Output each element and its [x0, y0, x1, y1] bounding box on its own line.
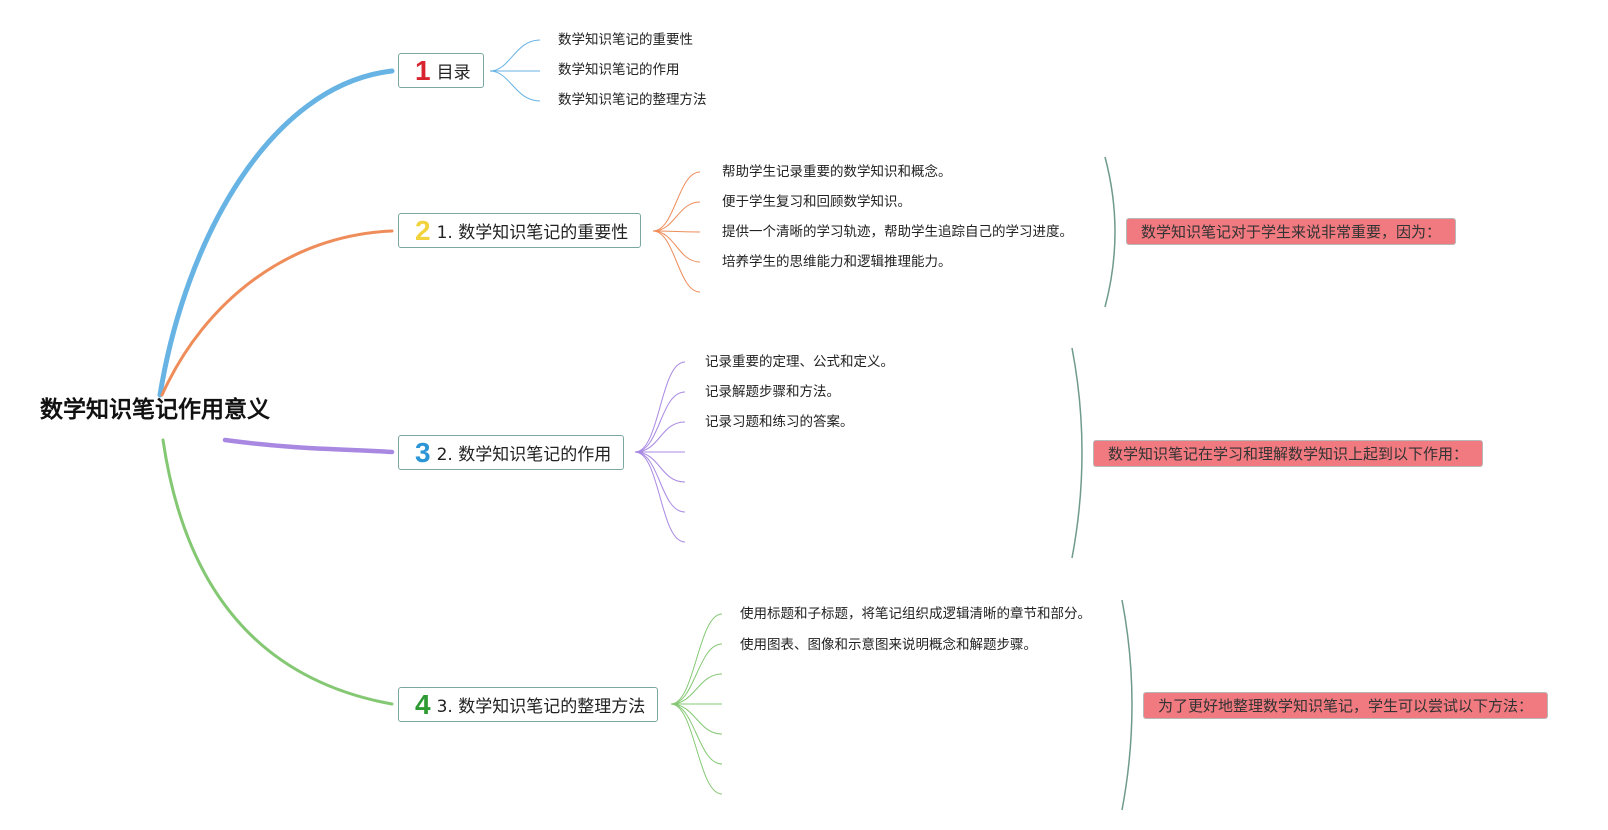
root-topic[interactable]: 数学知识笔记作用意义: [40, 397, 270, 423]
topic-label: 目录: [436, 63, 471, 83]
topic-importance[interactable]: 2 1. 数学知识笔记的重要性: [398, 213, 642, 248]
topic-toc[interactable]: 1 目录: [398, 53, 484, 88]
summary-importance[interactable]: 数学知识笔记对于学生来说非常重要，因为：: [1126, 218, 1457, 245]
number-4-icon: 4: [415, 688, 431, 720]
leaf-item[interactable]: 使用图表、图像和示意图来说明概念和解题步骤。: [740, 637, 1037, 653]
summary-organize[interactable]: 为了更好地整理数学知识笔记，学生可以尝试以下方法：: [1143, 692, 1549, 719]
topic-organize[interactable]: 4 3. 数学知识笔记的整理方法: [398, 687, 659, 722]
leaf-item[interactable]: 记录重要的定理、公式和定义。: [705, 354, 894, 370]
leaf-item[interactable]: 数学知识笔记的整理方法: [558, 92, 707, 108]
leaf-item[interactable]: 提供一个清晰的学习轨迹，帮助学生追踪自己的学习进度。: [722, 224, 1073, 240]
leaf-item[interactable]: 数学知识笔记的重要性: [558, 32, 693, 48]
summary-function[interactable]: 数学知识笔记在学习和理解数学知识上起到以下作用：: [1093, 440, 1484, 467]
number-1-icon: 1: [415, 54, 431, 86]
topic-label: 3. 数学知识笔记的整理方法: [436, 697, 646, 717]
topic-label: 2. 数学知识笔记的作用: [436, 445, 612, 465]
leaf-item[interactable]: 帮助学生记录重要的数学知识和概念。: [722, 164, 952, 180]
number-2-icon: 2: [415, 214, 431, 246]
leaf-item[interactable]: 数学知识笔记的作用: [558, 62, 680, 78]
leaf-item[interactable]: 便于学生复习和回顾数学知识。: [722, 194, 911, 210]
leaf-item[interactable]: 记录解题步骤和方法。: [705, 384, 840, 400]
topic-label: 1. 数学知识笔记的重要性: [436, 223, 629, 243]
leaf-item[interactable]: 培养学生的思维能力和逻辑推理能力。: [722, 254, 952, 270]
leaf-item[interactable]: 使用标题和子标题，将笔记组织成逻辑清晰的章节和部分。: [740, 606, 1091, 622]
leaf-item[interactable]: 记录习题和练习的答案。: [705, 414, 854, 430]
topic-function[interactable]: 3 2. 数学知识笔记的作用: [398, 435, 625, 470]
number-3-icon: 3: [415, 436, 431, 468]
